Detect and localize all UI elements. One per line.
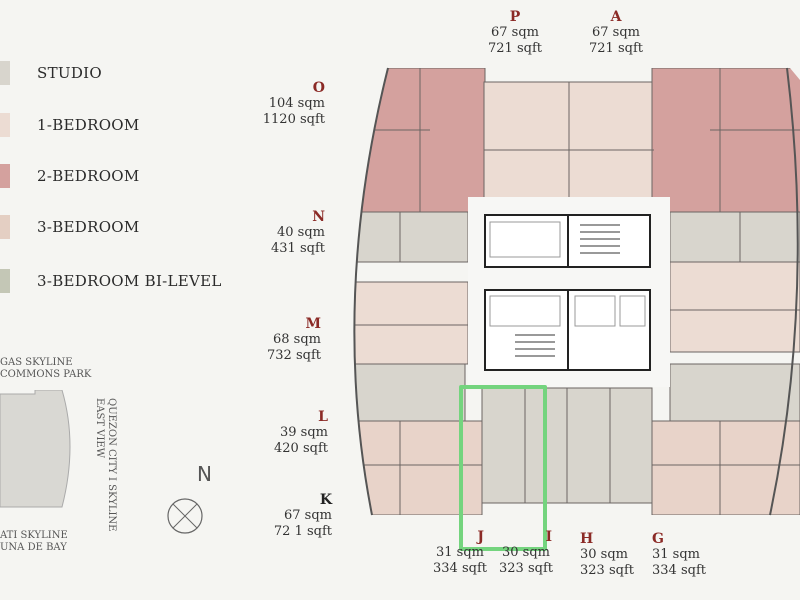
legend-item-2-bedroom: 2-BEDROOM: [0, 164, 139, 188]
legend-label: STUDIO: [37, 64, 102, 82]
unit-o: [354, 68, 486, 213]
legend-swatch: [0, 61, 10, 85]
legend-swatch: [0, 215, 10, 239]
legend-label: 3-BEDROOM BI-LEVEL: [37, 272, 222, 290]
unit-m: [354, 281, 469, 365]
legend-label: 1-BEDROOM: [37, 116, 140, 134]
selected-unit-j-highlight[interactable]: [459, 385, 547, 551]
legend-item-3-bedroom: 3-BEDROOM: [0, 215, 139, 239]
key-plan-building: [0, 390, 71, 508]
unit-m-right: [669, 261, 800, 353]
legend-item-3-bedroom-bi-level: 3-BEDROOM BI-LEVEL: [0, 269, 221, 293]
legend-item-1-bedroom: 1-BEDROOM: [0, 113, 139, 137]
legend-label: 3-BEDROOM: [37, 218, 140, 236]
legend-swatch: [0, 269, 10, 293]
legend-swatch: [0, 113, 10, 137]
compass-north-label: N: [197, 462, 212, 486]
unit-a-2br: [651, 68, 800, 213]
unit-g-side: [651, 420, 800, 515]
legend-item-studio: STUDIO: [0, 61, 102, 85]
unit-l-right: [669, 363, 800, 422]
unit-n-right: [669, 211, 800, 263]
legend-swatch: [0, 164, 10, 188]
compass-icon: [167, 498, 203, 534]
legend-label: 2-BEDROOM: [37, 167, 140, 185]
unit-l: [354, 363, 466, 422]
